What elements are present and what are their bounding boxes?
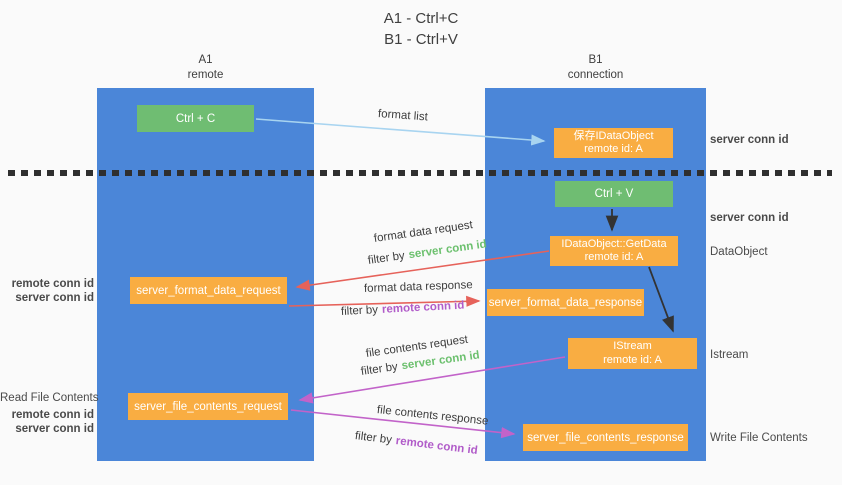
label-format-list: format list bbox=[377, 108, 429, 124]
node-server-file-contents-request: server_file_contents_request bbox=[128, 393, 288, 420]
title-line-b1: B1 - Ctrl+V bbox=[384, 31, 458, 48]
label-format-data-request: format data request bbox=[373, 219, 474, 245]
node-ctrl-c-label: Ctrl + C bbox=[175, 112, 216, 125]
node-format-response-label: server_format_data_response bbox=[488, 296, 643, 309]
filter-by-text: filter by bbox=[360, 360, 399, 378]
server-conn-id-text: server conn id bbox=[407, 238, 488, 262]
phase-separator-dotted-line bbox=[8, 170, 832, 176]
lane-a1-role: remote bbox=[187, 69, 224, 81]
title-line-a1: A1 - Ctrl+C bbox=[383, 10, 459, 27]
left-label-server-conn-id: server conn id bbox=[15, 292, 94, 304]
label-format-data-response: format data response bbox=[363, 279, 473, 295]
filter-by-text: filter by bbox=[340, 304, 379, 318]
node-save-idataobject-line1: 保存IDataObject bbox=[573, 129, 654, 142]
left-label-server-conn-id-2: server conn id bbox=[15, 423, 94, 435]
remote-conn-id-text: remote conn id bbox=[395, 435, 479, 458]
right-label-istream: Istream bbox=[710, 349, 749, 361]
right-label-dataobject: DataObject bbox=[710, 246, 768, 258]
filter-by-text: filter by bbox=[354, 430, 393, 447]
node-ctrl-v: Ctrl + V bbox=[555, 181, 673, 207]
node-server-file-contents-response: server_file_contents_response bbox=[523, 424, 688, 451]
label-file-contents-response: file contents response bbox=[376, 404, 489, 428]
node-istream-line2: remote id: A bbox=[603, 353, 662, 366]
node-file-request-label: server_file_contents_request bbox=[134, 400, 282, 413]
node-idataobject-getdata: IDataObject::GetData remote id: A bbox=[550, 236, 678, 266]
right-label-server-conn-id-mid: server conn id bbox=[710, 212, 789, 224]
lane-a1-name: A1 bbox=[198, 54, 213, 66]
node-server-format-data-response: server_format_data_response bbox=[487, 289, 644, 316]
lane-header-b1: B1 connection bbox=[485, 53, 706, 83]
node-save-idataobject-line2: remote id: A bbox=[584, 143, 643, 155]
node-istream: IStream remote id: A bbox=[568, 338, 697, 369]
node-ctrl-c: Ctrl + C bbox=[137, 105, 254, 132]
lane-b1-role: connection bbox=[567, 69, 624, 81]
node-istream-line1: IStream bbox=[613, 340, 652, 352]
left-label-remote-conn-id: remote conn id bbox=[11, 278, 94, 290]
left-label-remote-conn-id-2: remote conn id bbox=[11, 409, 94, 421]
diagram-title: A1 - Ctrl+C B1 - Ctrl+V bbox=[0, 8, 842, 50]
lane-header-a1: A1 remote bbox=[97, 53, 314, 83]
node-server-format-data-request: server_format_data_request bbox=[130, 277, 287, 304]
left-label-read-file-contents: Read File Contents bbox=[0, 392, 99, 404]
right-label-server-conn-id-top: server conn id bbox=[710, 134, 789, 146]
remote-conn-id-text: remote conn id bbox=[381, 299, 465, 316]
node-getdata-line2: remote id: A bbox=[584, 251, 644, 263]
node-save-idataobject: 保存IDataObject remote id: A bbox=[554, 128, 673, 158]
node-format-request-label: server_format_data_request bbox=[136, 284, 281, 297]
node-file-response-label: server_file_contents_response bbox=[527, 431, 684, 444]
right-label-write-file-contents: Write File Contents bbox=[710, 432, 808, 444]
lane-b1-name: B1 bbox=[588, 54, 603, 66]
node-ctrl-v-label: Ctrl + V bbox=[594, 188, 634, 200]
filter-by-text: filter by bbox=[367, 249, 406, 267]
node-getdata-line1: IDataObject::GetData bbox=[561, 237, 667, 250]
